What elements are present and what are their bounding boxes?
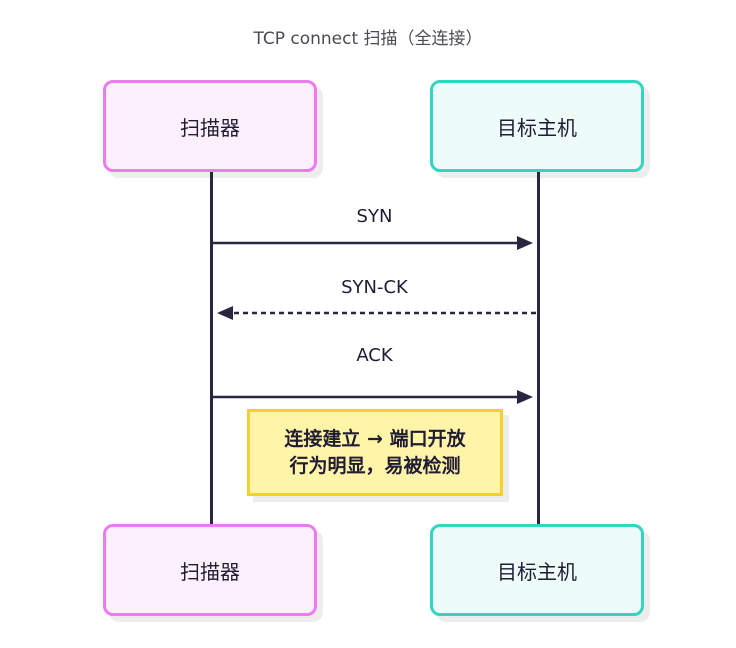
message-arrow-syn (212, 236, 533, 250)
note-line: 行为明显，易被检测 (289, 454, 461, 477)
message-label-ack: ACK (356, 345, 393, 366)
message-label-syn: SYN (356, 206, 393, 227)
note-line: 连接建立 → 端口开放 (284, 427, 466, 450)
participant-target-bottom: 目标主机 (430, 524, 644, 616)
lifeline-scanner (210, 172, 213, 524)
participant-scanner-top: 扫描器 (103, 80, 317, 172)
participant-label: 目标主机 (497, 559, 577, 584)
message-arrow-syn-ck (217, 306, 536, 320)
arrow-head (517, 236, 533, 250)
arrow-head (517, 390, 533, 404)
arrow-head (217, 306, 233, 320)
message-label-syn-ck: SYN-CK (341, 277, 408, 298)
participant-label: 扫描器 (180, 115, 240, 140)
participant-label: 目标主机 (497, 115, 577, 140)
participant-target-top: 目标主机 (430, 80, 644, 172)
diagram-title: TCP connect 扫描（全连接） (253, 29, 483, 49)
participant-scanner-bottom: 扫描器 (103, 524, 317, 616)
note-box: 连接建立 → 端口开放 行为明显，易被检测 (247, 409, 503, 496)
message-arrow-ack (212, 390, 533, 404)
lifeline-target (537, 172, 540, 524)
participant-label: 扫描器 (180, 559, 240, 584)
